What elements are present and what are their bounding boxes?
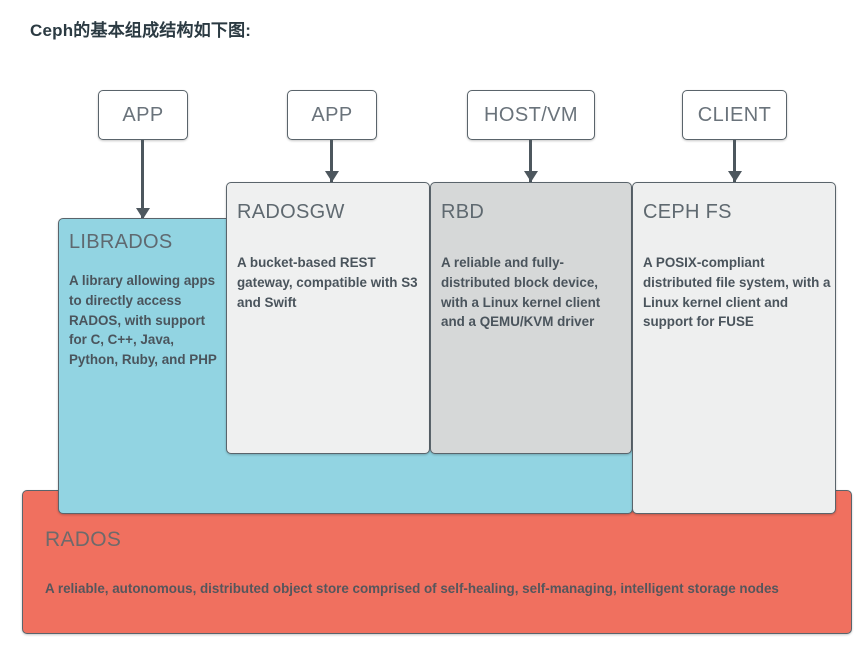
layer-body-radosgw: A bucket-based REST gateway, compatible … <box>237 255 418 310</box>
layer-title-radosgw: RADOSGW <box>237 201 345 223</box>
page-title: Ceph的基本组成结构如下图: <box>30 21 252 40</box>
layer-box-rbd[interactable]: RBD A reliable and fully-distributed blo… <box>430 182 632 454</box>
client-label: CLIENT <box>697 103 772 126</box>
layer-title-librados: LIBRADOS <box>69 231 173 253</box>
layer-body-rados: A reliable, autonomous, distributed obje… <box>45 581 779 596</box>
arrow-hostvm-to-rbd <box>529 140 532 182</box>
arrow-client-to-cephfs <box>733 140 736 182</box>
layer-body-rbd: A reliable and fully-distributed block d… <box>441 255 601 330</box>
layer-box-radosgw[interactable]: RADOSGW A bucket-based REST gateway, com… <box>226 182 430 454</box>
arrowhead-app1-to-librados <box>135 208 150 219</box>
layer-body-librados: A library allowing apps to directly acce… <box>69 273 217 368</box>
arrow-app2-to-radosgw <box>330 140 333 182</box>
client-label: APP <box>122 103 164 126</box>
client-label: HOST/VM <box>484 103 578 126</box>
layer-title-rados: RADOS <box>45 528 122 551</box>
client-box-client[interactable]: CLIENT <box>682 90 787 140</box>
arrow-app1-to-librados <box>141 140 144 220</box>
client-box-app-2[interactable]: APP <box>287 90 377 140</box>
client-label: APP <box>311 103 353 126</box>
layer-box-rados[interactable]: RADOS A reliable, autonomous, distribute… <box>22 490 852 634</box>
arrowhead-app2-to-radosgw <box>324 171 339 182</box>
arrowhead-hostvm-to-rbd <box>523 171 538 182</box>
client-box-host-vm[interactable]: HOST/VM <box>467 90 595 140</box>
client-box-app-1[interactable]: APP <box>98 90 188 140</box>
layer-body-cephfs: A POSIX-compliant distributed file syste… <box>643 255 831 330</box>
layer-box-cephfs[interactable]: CEPH FS A POSIX-compliant distributed fi… <box>632 182 836 514</box>
layer-title-cephfs: CEPH FS <box>643 201 732 223</box>
arrowhead-client-to-cephfs <box>727 171 742 182</box>
layer-title-rbd: RBD <box>441 201 485 223</box>
